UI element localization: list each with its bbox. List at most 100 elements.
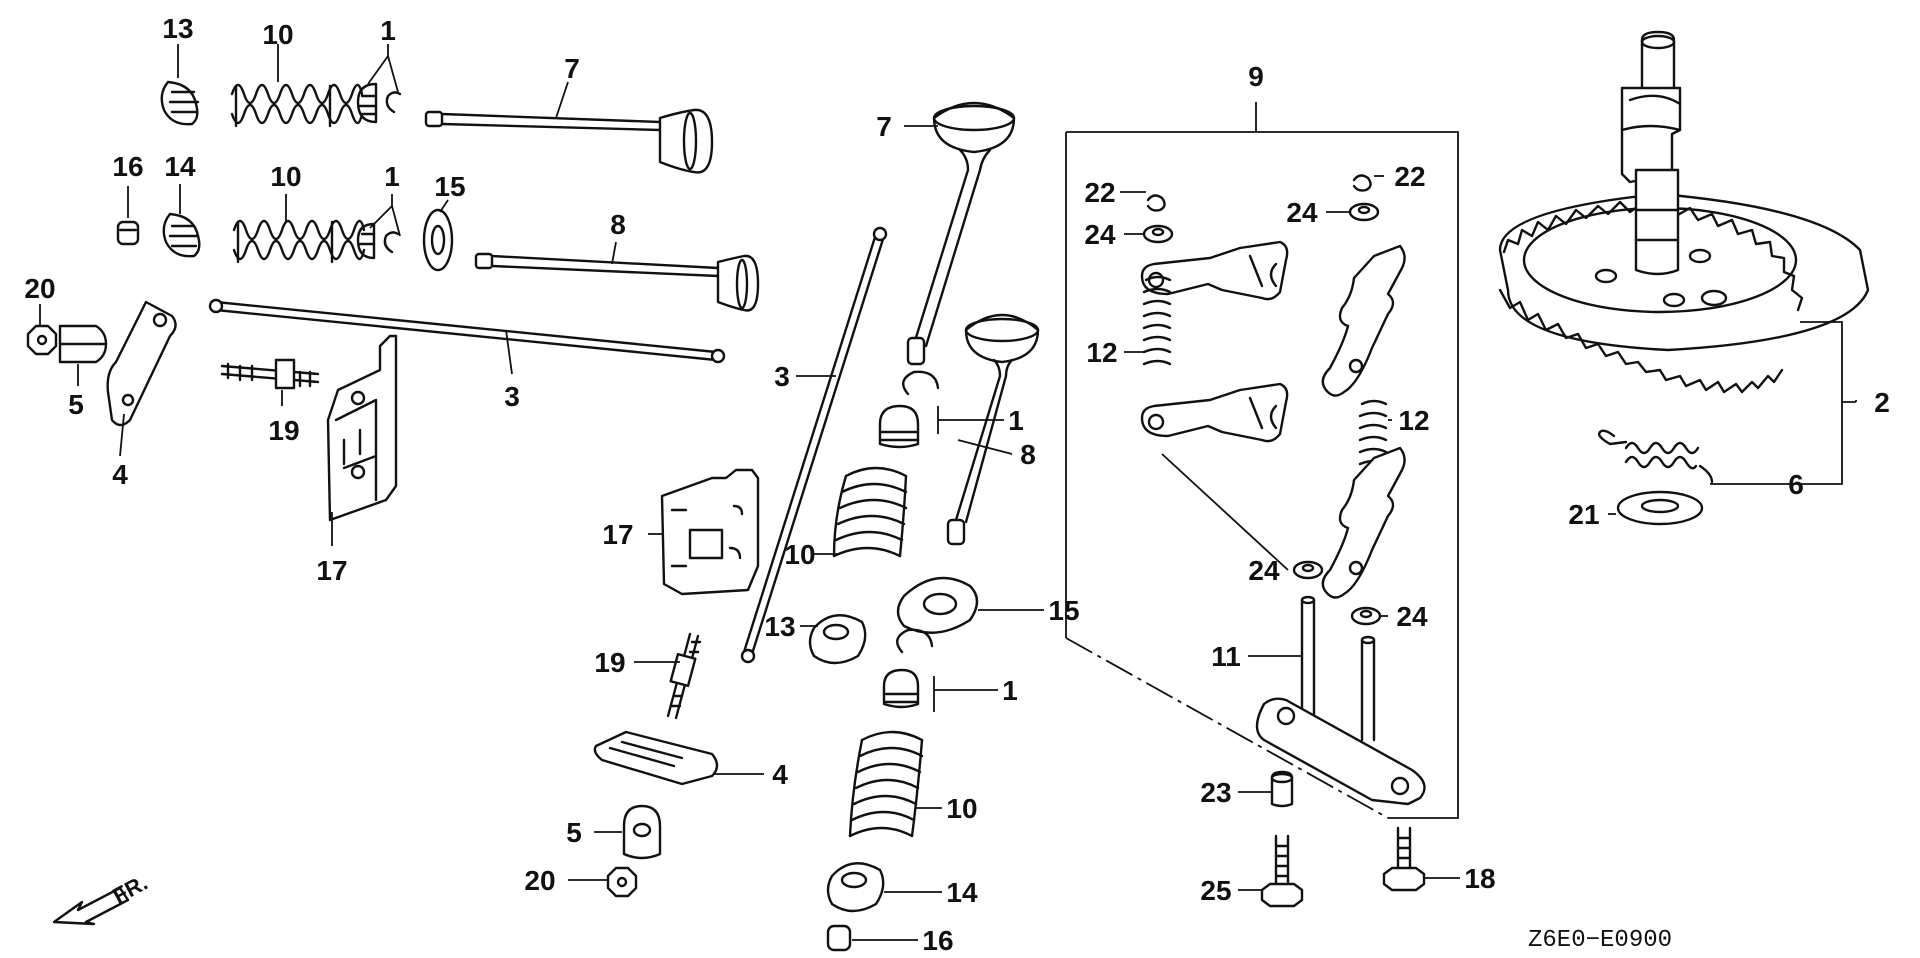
spring-10-upper bbox=[230, 83, 364, 128]
keeper-1-middle-lower bbox=[882, 628, 934, 709]
callout-1-middle-upper: 1 bbox=[1008, 405, 1024, 436]
pushrod-3-left bbox=[208, 298, 726, 364]
valve-7-upper bbox=[424, 108, 714, 174]
cotter-14-left bbox=[162, 212, 201, 258]
callout-15-middle: 15 bbox=[1048, 595, 1079, 626]
rotator-15-left bbox=[422, 208, 454, 272]
valve-8-middle bbox=[946, 313, 1040, 546]
rotator-15-middle bbox=[896, 576, 979, 634]
pivot-5-middle bbox=[622, 804, 662, 860]
callout-13-middle: 13 bbox=[764, 611, 795, 642]
callout-4-middle: 4 bbox=[772, 759, 788, 790]
cotter-13-upper bbox=[160, 80, 200, 126]
callout-11: 11 bbox=[1211, 641, 1241, 672]
keeper-1-middle-upper bbox=[878, 370, 940, 449]
spring-10-middle-upper bbox=[832, 466, 908, 558]
rocker-arm-4-middle bbox=[593, 730, 719, 786]
bolt-18 bbox=[1382, 826, 1426, 892]
governor-frame bbox=[1065, 131, 1459, 819]
camshaft bbox=[1620, 30, 1682, 276]
callout-23: 23 bbox=[1200, 777, 1231, 808]
spring-10-middle-lower bbox=[848, 730, 924, 838]
cotter-13-middle bbox=[808, 614, 867, 665]
washer-24-upper-right bbox=[1348, 202, 1380, 222]
callout-25: 25 bbox=[1200, 875, 1231, 906]
callout-18: 18 bbox=[1464, 863, 1495, 894]
nut-20-middle bbox=[606, 866, 638, 898]
callout-6: 6 bbox=[1788, 469, 1804, 500]
cap-16-left bbox=[116, 220, 140, 246]
callout-10-middle: 10 bbox=[270, 161, 301, 192]
weight-lower-left bbox=[1140, 382, 1289, 443]
valve-7-middle bbox=[906, 101, 1016, 366]
callout-7-upper: 7 bbox=[564, 53, 580, 84]
holder-11 bbox=[1255, 595, 1426, 806]
stud-19-left bbox=[220, 358, 320, 390]
leader-lines bbox=[39, 44, 1857, 941]
callout-2: 2 bbox=[1874, 387, 1890, 418]
camshaft-gear-2 bbox=[1498, 192, 1870, 394]
guide-plate-17-left bbox=[326, 334, 398, 522]
callout-10-middle-upper: 10 bbox=[784, 539, 815, 570]
callout-12-left: 12 bbox=[1086, 337, 1117, 368]
callout-24-lower-left: 24 bbox=[1248, 555, 1280, 586]
callout-12-right: 12 bbox=[1398, 405, 1429, 436]
callout-1-middle: 1 bbox=[384, 161, 400, 192]
front-direction-arrow-icon: FR. bbox=[52, 870, 152, 926]
callout-17-left: 17 bbox=[316, 555, 347, 586]
callout-21: 21 bbox=[1568, 499, 1599, 530]
cap-16-middle bbox=[826, 924, 852, 952]
weight-upper-left bbox=[1140, 240, 1289, 301]
callout-20-middle: 20 bbox=[524, 865, 555, 896]
pivot-5-left bbox=[58, 324, 108, 364]
callout-1-middle-lower: 1 bbox=[1002, 675, 1018, 706]
clip-22-left bbox=[1146, 194, 1166, 212]
callout-14-left: 14 bbox=[164, 151, 196, 182]
callout-14-middle: 14 bbox=[946, 877, 978, 908]
pushrod-3-middle bbox=[740, 226, 888, 664]
callout-7-middle: 7 bbox=[876, 111, 892, 142]
rocker-arm-4-left bbox=[106, 300, 177, 427]
stud-19-middle bbox=[666, 632, 702, 720]
washer-24-lower-right bbox=[1350, 606, 1382, 626]
washer-24-lower-left bbox=[1292, 560, 1324, 580]
callout-22-left: 22 bbox=[1084, 177, 1115, 208]
spring-6 bbox=[1597, 429, 1714, 484]
washer-24-upper-left bbox=[1142, 224, 1174, 244]
washer-21 bbox=[1616, 490, 1704, 526]
callout-16-middle: 16 bbox=[922, 925, 953, 956]
keeper-1-upper bbox=[356, 82, 402, 124]
nut-20-left bbox=[26, 324, 58, 356]
spring-10-middle bbox=[232, 219, 366, 264]
pin-23 bbox=[1270, 770, 1294, 808]
callout-8-left: 8 bbox=[610, 209, 626, 240]
keeper-1-middle bbox=[356, 222, 400, 260]
callout-4-left: 4 bbox=[112, 459, 128, 490]
weight-lower-right bbox=[1321, 446, 1406, 599]
guide-plate-17-middle bbox=[660, 468, 760, 596]
callout-8-middle: 8 bbox=[1020, 439, 1036, 470]
callout-5-middle: 5 bbox=[566, 817, 582, 848]
callout-10-upper: 10 bbox=[262, 19, 293, 50]
cotter-14-middle bbox=[826, 862, 885, 913]
spring-12-right bbox=[1358, 399, 1388, 478]
callout-19-middle: 19 bbox=[594, 647, 625, 678]
valve-8-left bbox=[474, 252, 760, 312]
callout-17-middle: 17 bbox=[602, 519, 633, 550]
callout-5-left: 5 bbox=[68, 389, 84, 420]
callout-22-right: 22 bbox=[1394, 161, 1425, 192]
callout-numbers: 13 10 1 7 16 14 10 1 15 8 20 5 4 19 3 17… bbox=[24, 13, 1889, 956]
weight-upper-right bbox=[1321, 244, 1406, 397]
clip-22-right bbox=[1352, 174, 1372, 192]
callout-3-middle: 3 bbox=[774, 361, 790, 392]
diagram-code: Z6E0−E0900 bbox=[1528, 927, 1672, 954]
bolt-25 bbox=[1260, 834, 1304, 908]
callout-16-left: 16 bbox=[112, 151, 143, 182]
callout-10-middle-lower: 10 bbox=[946, 793, 977, 824]
callout-15-left: 15 bbox=[434, 171, 465, 202]
callout-24-upper-left: 24 bbox=[1084, 219, 1116, 250]
callout-24-lower-right: 24 bbox=[1396, 601, 1428, 632]
callout-1-upper: 1 bbox=[380, 15, 396, 46]
